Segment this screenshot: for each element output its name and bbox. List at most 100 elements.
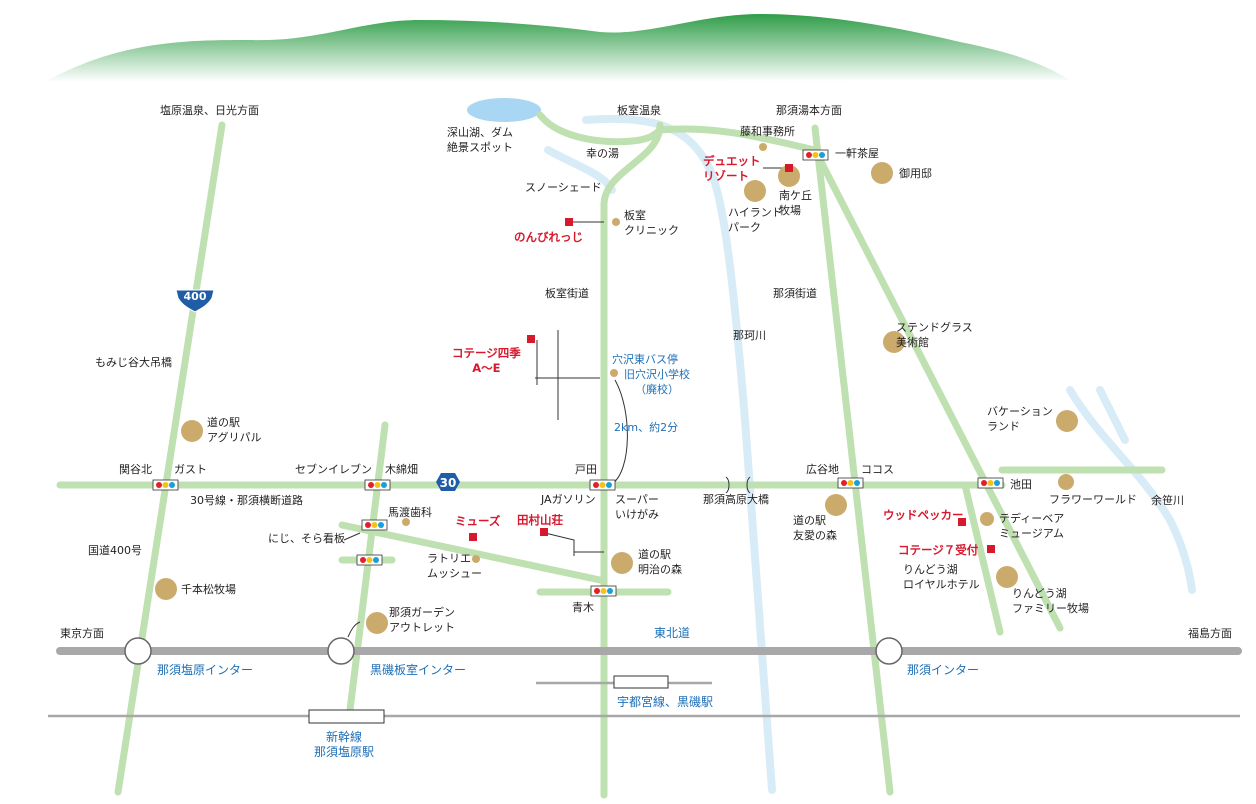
label-sekiyakita: 関谷北: [119, 463, 152, 476]
label-gust: ガスト: [174, 463, 207, 476]
road-ikeda: [961, 481, 1004, 636]
label-old-school: 旧穴沢小学校 （廃校）: [624, 368, 690, 396]
route-400-shield: 400: [175, 289, 215, 313]
label-itamuro-clinic: 板室 クリニック: [624, 209, 679, 237]
label-muse: ミューズ: [455, 514, 501, 528]
label-hirotanichi: 広谷地: [806, 463, 839, 476]
traffic-light-icon: [977, 477, 1004, 489]
marker-cottage-shiki: [527, 335, 535, 343]
label-michi-yuai: 道の駅 友愛の森: [793, 514, 837, 542]
label-nasu-kaido: 那須街道: [773, 287, 817, 300]
label-cottage-shiki: コテージ四季 A～E: [452, 346, 521, 375]
small-river: [1096, 386, 1129, 444]
label-nonbiri: のんびれっじ: [514, 230, 583, 244]
niji-pointer: [343, 532, 361, 541]
label-ringo-farm: りんどう湖 ファミリー牧場: [1012, 587, 1089, 615]
label-fukushima: 福島方面: [1188, 627, 1232, 640]
label-nasukogen-bridge: 那須高原大橋: [703, 493, 769, 506]
label-latrier: ラトリエ ムッシュー: [427, 552, 482, 580]
label-itamuro-kaido: 板室街道: [545, 287, 589, 300]
label-tohoku: 東北道: [654, 626, 691, 640]
label-woodpecker: ウッドペッカー: [883, 508, 964, 522]
poi-dot-dental: [402, 518, 410, 526]
label-nasu-ic: 那須インター: [907, 663, 980, 677]
marker-tamura: [540, 528, 548, 536]
traffic-light-icon: [152, 479, 179, 491]
label-kiwatahata: 木綿畑: [385, 463, 418, 476]
route-30-shield: 30: [436, 473, 460, 491]
label-ja-gas: JAガソリン: [541, 493, 596, 506]
label-goyotei: 御用邸: [899, 167, 932, 180]
label-snowshed: スノーシェード: [525, 181, 602, 194]
label-shiobara-nikko: 塩原温泉、日光方面: [160, 104, 259, 117]
poi-dot-agripal: [181, 420, 203, 442]
label-michi-meiji: 道の駅 明治の森: [638, 548, 682, 576]
label-vacation: バケーション ランド: [987, 405, 1053, 433]
marker-muse: [469, 533, 477, 541]
label-bato-dental: 馬渡歯科: [388, 506, 432, 519]
label-toda: 戸田: [575, 463, 597, 476]
poi-dot-flower: [1058, 474, 1074, 490]
label-nakagawa: 那珂川: [733, 329, 766, 342]
bridge-mark-left: [725, 476, 730, 494]
bridge-mark-right: [746, 476, 751, 494]
poi-dot-highland: [744, 180, 766, 202]
road-itamuro: [600, 121, 664, 799]
label-fujiwa: 藤和事務所: [740, 125, 795, 138]
label-cocos: ココス: [861, 463, 894, 476]
poi-dot-vacation: [1056, 410, 1078, 432]
label-cottage7: コテージ７受付: [898, 543, 979, 557]
label-fukayama: 深山湖、ダム 絶景スポット: [447, 126, 513, 154]
road-400: [114, 121, 226, 796]
label-garden-outlet: 那須ガーデン アウトレット: [389, 606, 455, 634]
label-michi-agri: 道の駅 アグリパル: [207, 416, 262, 444]
poi-dot-yuai: [825, 494, 847, 516]
poi-dot-minamigaoka: [778, 165, 800, 187]
poi-dot-clinic: [612, 218, 620, 226]
label-minamigaoka: 南ケ丘 牧場: [779, 189, 812, 217]
traffic-lights: [152, 149, 1004, 597]
fukayama-lake: [467, 98, 541, 122]
label-aoki: 青木: [572, 601, 594, 614]
label-senbonmatsu: 千本松牧場: [181, 583, 236, 596]
poi-markers: [155, 143, 1078, 634]
accommodation-markers: [469, 164, 995, 553]
label-tamurasanso: 田村山荘: [517, 513, 563, 527]
label-stained: ステンドグラス 美術館: [896, 321, 973, 349]
marker-woodpecker: [958, 518, 966, 526]
traffic-light-icon: [364, 479, 391, 491]
traffic-light-icon: [802, 149, 829, 161]
label-kuroiso-ic: 黒磯板室インター: [370, 663, 467, 677]
label-momiji: もみじ谷大吊橋: [95, 356, 172, 369]
traffic-light-icon: [589, 479, 616, 491]
label-shinkansen: 新幹線 那須塩原駅: [314, 730, 375, 759]
road-top: [656, 125, 819, 154]
road-nasu-kaido: [811, 124, 894, 796]
ic-kuroiso-marker: [327, 637, 355, 665]
label-ringo-hotel: りんどう湖 ロイヤルホテル: [903, 563, 980, 591]
route-400-number: 400: [184, 290, 207, 303]
distance-arc: [611, 379, 628, 485]
label-yosasagawa: 余笹川: [1151, 494, 1184, 507]
poi-dot-meiji: [611, 552, 633, 574]
road-lake: [536, 111, 664, 146]
poi-dot-goyotei: [871, 162, 893, 184]
marker-nonbiri: [565, 218, 573, 226]
label-itamuro-onsen: 板室温泉: [617, 104, 661, 117]
nakagawa-river: [582, 114, 776, 794]
poi-dot-outlet: [366, 612, 388, 634]
label-distance: 2km、約2分: [614, 421, 679, 434]
marker-duet: [785, 164, 793, 172]
label-niji-sora: にじ、そら看板: [268, 532, 345, 545]
traffic-light-icon: [356, 554, 383, 566]
label-tokyo: 東京方面: [60, 627, 104, 640]
label-bus-stop: 穴沢東バス停: [612, 353, 678, 366]
poi-dot-teddy: [980, 512, 994, 526]
kuroiso-station: [613, 675, 669, 689]
poi-dot-fujiwa: [759, 143, 767, 151]
label-koyu: 幸の湯: [586, 147, 619, 160]
traffic-light-icon: [361, 519, 388, 531]
road-nasu-east: [811, 146, 1064, 632]
road-kuroiso: [346, 421, 389, 714]
